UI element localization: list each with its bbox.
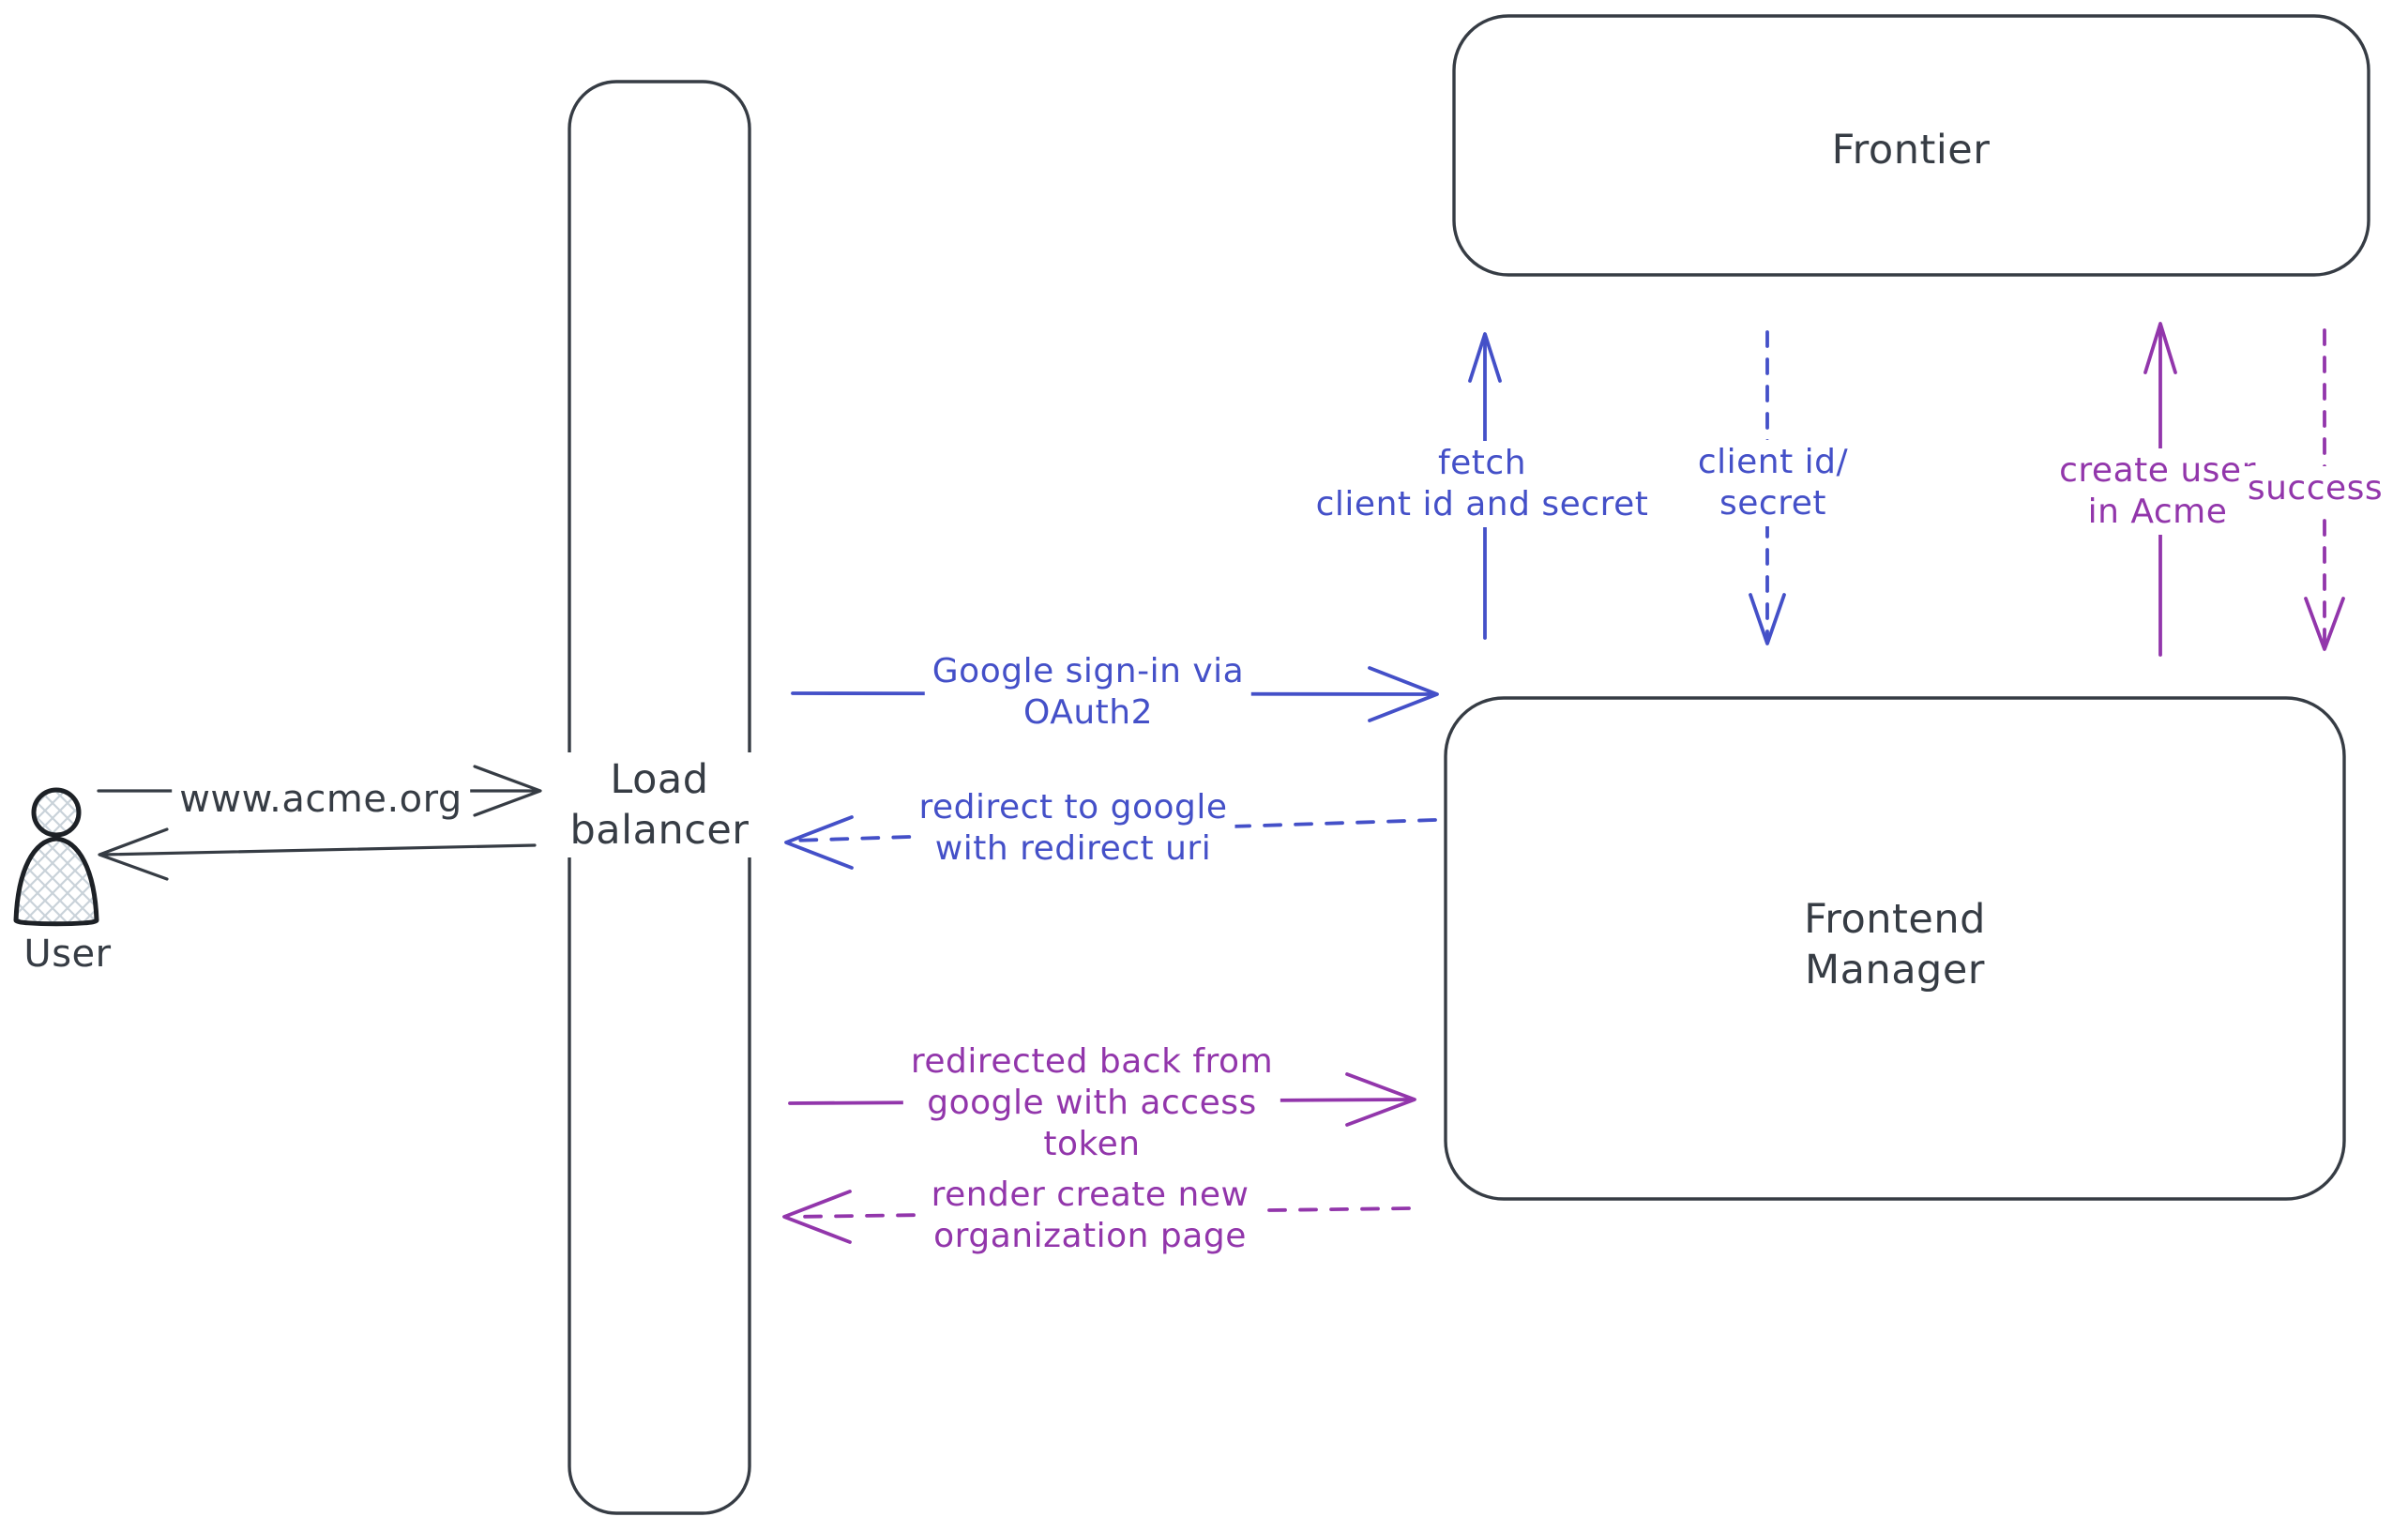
edge-google-signin-label-line1: Google sign-in via <box>931 652 1245 690</box>
edge-render-org-page-arrowhead <box>782 1190 852 1244</box>
edge-client-id-secret-label-line1: client id/ <box>1697 443 1849 481</box>
edge-success-label: success <box>2239 466 2391 511</box>
edge-www-acme-arrowhead <box>473 765 542 817</box>
edge-render-org-page-label-line1: render create new <box>931 1176 1249 1214</box>
edge-fetch-credentials-arrowhead <box>1468 332 1502 383</box>
user-label: User <box>14 927 121 981</box>
user-icon <box>13 787 99 927</box>
edge-redirect-to-google-label-line2: with redirect uri <box>934 829 1212 868</box>
edge-fetch-credentials-label: fetch client id and secret <box>1308 441 1657 527</box>
edge-client-id-secret-arrowhead <box>1749 593 1786 645</box>
edge-success <box>2304 328 2345 651</box>
edge-redirected-back-label-line1: redirected back from <box>910 1042 1274 1081</box>
edge-client-id-secret <box>1749 330 1786 645</box>
edge-client-id-secret-label-line2: secret <box>1719 484 1826 523</box>
edge-redirect-to-google-arrowhead <box>784 815 854 870</box>
edge-google-signin-label: Google sign-in via OAuth2 <box>924 649 1252 736</box>
edge-google-signin-arrowhead <box>1368 666 1439 722</box>
edge-create-user-label-line1: create user <box>2059 451 2256 490</box>
frontend-manager-label-line1: Frontend <box>1804 896 1986 943</box>
edge-redirect-to-google-label-line1: redirect to google <box>918 788 1228 827</box>
user-icon-head <box>31 787 82 838</box>
edge-response-to-user <box>98 827 537 881</box>
edge-response-to-user-line <box>99 843 537 857</box>
edge-redirected-back-label: redirected back from google with access … <box>902 1039 1281 1167</box>
edge-create-user-label-line2: in Acme <box>2087 493 2228 531</box>
edge-response-to-user-arrowhead <box>98 827 169 881</box>
frontier-label: Frontier <box>1822 123 2000 177</box>
edge-client-id-secret-label: client id/ secret <box>1689 440 1856 526</box>
frontend-manager-label: Frontend Manager <box>1795 892 1995 997</box>
edge-redirected-back-label-line3: token <box>1043 1125 1141 1163</box>
edge-render-org-page-label-line2: organization page <box>933 1217 1247 1255</box>
edge-www-acme-label: www.acme.org <box>172 777 470 822</box>
frontend-manager-label-line2: Manager <box>1805 947 1985 994</box>
load-balancer-label: Load balancer <box>560 752 759 857</box>
edge-success-arrowhead <box>2304 597 2345 651</box>
edge-create-user-label: create user in Acme <box>2052 448 2264 535</box>
load-balancer-label-line1: Load <box>610 756 709 803</box>
edge-render-org-page-label: render create new organization page <box>923 1173 1257 1259</box>
edge-create-user-arrowhead <box>2143 322 2177 374</box>
user-icon-body <box>13 836 99 927</box>
edge-fetch-credentials-label-line2: client id and secret <box>1315 485 1649 523</box>
edge-google-signin-label-line2: OAuth2 <box>1023 693 1153 732</box>
edge-fetch-credentials-label-line1: fetch <box>1437 444 1527 482</box>
edge-redirect-to-google-label: redirect to google with redirect uri <box>911 785 1235 872</box>
load-balancer-label-line2: balancer <box>569 807 750 854</box>
edge-redirected-back-label-line2: google with access <box>927 1084 1257 1122</box>
edge-redirected-back-arrowhead <box>1345 1072 1416 1127</box>
